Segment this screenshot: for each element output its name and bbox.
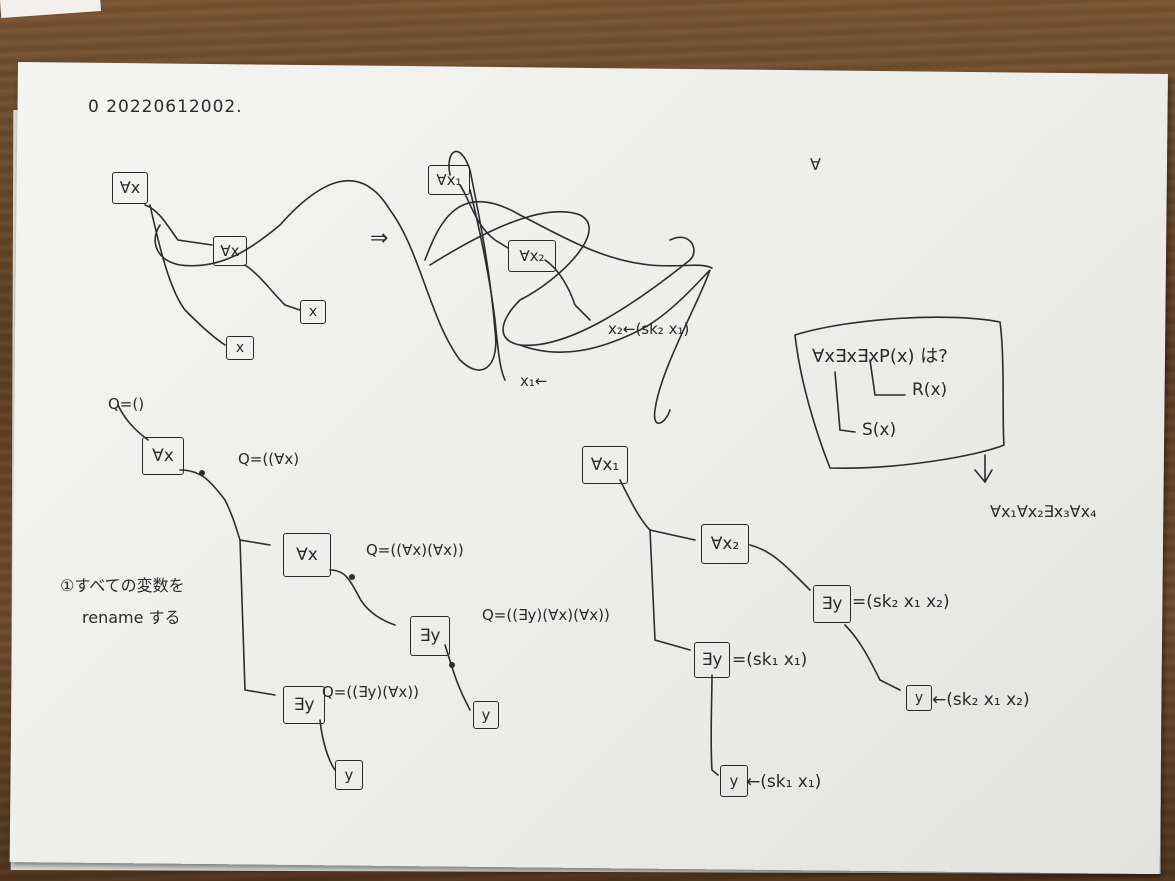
formula-s: S(x) xyxy=(862,420,897,440)
note-line-1: ①すべての変数を xyxy=(60,576,185,595)
formula-r: R(x) xyxy=(912,380,948,400)
stroke xyxy=(444,644,471,711)
skolem-2: =(sk₂ x₁ x₂) xyxy=(852,592,950,612)
stroke xyxy=(149,204,226,346)
stroke xyxy=(974,454,993,484)
stroke xyxy=(144,204,213,246)
node-x: x xyxy=(226,336,254,360)
node-forall-x2: ∀x₂ xyxy=(701,524,749,564)
stroke xyxy=(844,624,901,691)
q-state-2: Q=((∀x)(∀x)) xyxy=(366,541,464,559)
stroke xyxy=(469,189,506,381)
q-empty: Q=() xyxy=(108,395,145,413)
node-forall-x: ∀x xyxy=(112,172,148,204)
node-exists-y: ∃y xyxy=(410,616,450,656)
stroke xyxy=(429,210,695,347)
q-state-1: Q=((∀x) xyxy=(238,450,300,468)
node-forall-x1: ∀x₁ xyxy=(582,446,628,484)
stroke xyxy=(834,371,856,433)
skolem-1: =(sk₁ x₁) xyxy=(732,650,808,670)
stroke xyxy=(649,529,691,651)
node-forall-x: ∀x xyxy=(283,533,331,577)
forall-symbol: ∀ xyxy=(810,155,821,174)
binding-x2: x₂←(sk₂ x₁) xyxy=(608,320,690,338)
stroke xyxy=(244,264,301,311)
result-quantifiers: ∀x₁∀x₂∃x₃∀x₄ xyxy=(990,502,1097,521)
stroke xyxy=(710,674,719,776)
node-y: y xyxy=(473,701,499,729)
node-forall-x: ∀x xyxy=(213,236,247,266)
skolem-1-binding: ←(sk₁ x₁) xyxy=(746,772,822,792)
stroke xyxy=(329,569,396,626)
stroke xyxy=(239,539,276,696)
node-exists-y: ∃y xyxy=(694,642,730,678)
stroke xyxy=(179,469,271,546)
header-id: 0 20220612002. xyxy=(88,97,243,117)
node-exists-y: ∃y xyxy=(813,585,851,623)
transform-arrow: ⇒ xyxy=(370,226,389,251)
node-x: x xyxy=(300,300,326,324)
skolem-2-binding: ←(sk₂ x₁ x₂) xyxy=(932,690,1030,710)
stroke xyxy=(154,180,497,371)
stroke xyxy=(794,316,1005,469)
q-state-4: Q=((∃y)(∀x)) xyxy=(322,683,419,701)
stroke xyxy=(424,201,713,269)
node-y: y xyxy=(720,765,748,797)
stroke xyxy=(619,479,696,541)
node-dot xyxy=(449,662,455,668)
binding-x1: x₁← xyxy=(520,372,548,390)
stroke xyxy=(319,719,336,771)
node-forall-x: ∀x xyxy=(142,437,184,475)
stroke xyxy=(869,359,906,396)
stroke xyxy=(519,269,711,424)
node-y: y xyxy=(906,685,932,711)
node-y: y xyxy=(335,760,363,790)
node-exists-y: ∃y xyxy=(283,686,325,724)
node-forall-x2: ∀x₂ xyxy=(508,240,556,272)
node-dot xyxy=(199,470,205,476)
node-dot xyxy=(349,574,355,580)
stroke xyxy=(749,544,811,591)
stroke xyxy=(544,259,591,321)
note-line-2: rename する xyxy=(82,608,181,627)
q-state-3: Q=((∃y)(∀x)(∀x)) xyxy=(482,606,610,624)
formula: ∀x∃x∃xP(x) は? xyxy=(812,346,948,367)
node-forall-x1: ∀x₁ xyxy=(428,165,470,195)
